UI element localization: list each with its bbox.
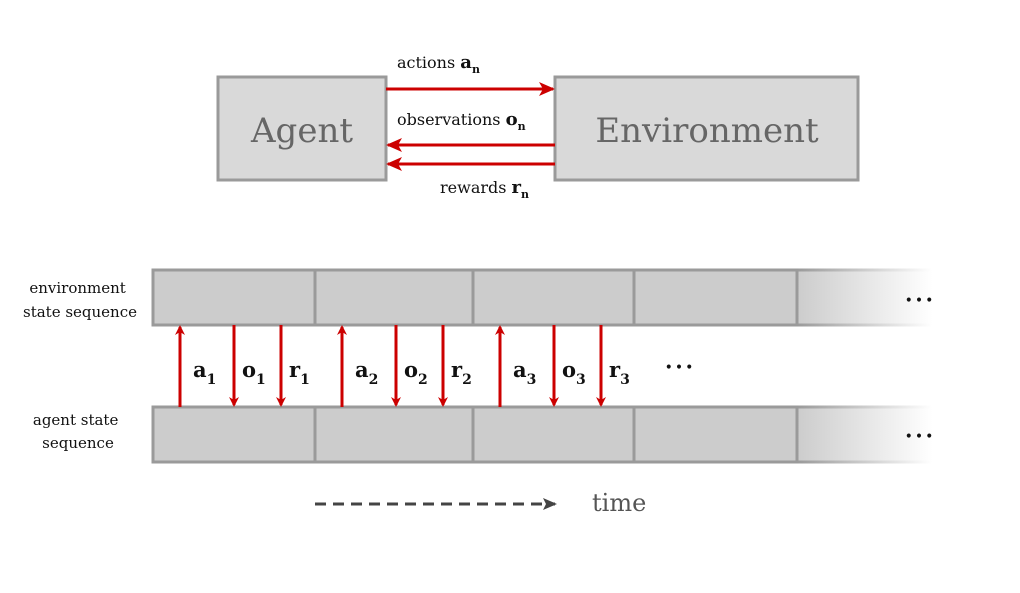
agent-state-segment	[151, 405, 317, 464]
env-state-fading-segment	[795, 268, 934, 327]
agent-box	[216, 75, 388, 182]
env-state-segment	[313, 268, 475, 327]
action-label: a3	[513, 357, 536, 388]
environment-label: Environment	[595, 111, 819, 151]
action-label: a1	[193, 357, 216, 388]
agent-ellipsis: •••	[905, 429, 936, 445]
steps-ellipsis: •••	[665, 360, 696, 376]
reward-label: r3	[609, 357, 630, 388]
observation-label: o2	[404, 357, 428, 388]
agent-state-segment	[632, 405, 799, 464]
agent-state-sequence-label: agent state sequence	[33, 411, 123, 452]
rewards-label: rewards rn	[440, 177, 529, 201]
actions-label: actions an	[397, 52, 480, 76]
time-label: time	[592, 489, 646, 517]
action-label: a2	[355, 357, 378, 388]
environment-box	[553, 75, 860, 182]
env-ellipsis: •••	[905, 293, 936, 309]
agent-state-fading-segment	[795, 405, 934, 464]
env-state-segment	[471, 268, 636, 327]
env-state-segment	[151, 268, 317, 327]
agent-state-segment	[313, 405, 475, 464]
observation-label: o3	[562, 357, 586, 388]
reward-label: r1	[289, 357, 310, 388]
agent-state-segment	[471, 405, 636, 464]
environment-state-sequence-label: environment state sequence	[23, 279, 137, 321]
observations-label: observations on	[397, 109, 526, 133]
observation-label: o1	[242, 357, 266, 388]
agent-label: Agent	[250, 111, 353, 151]
env-state-segment	[632, 268, 799, 327]
reward-label: r2	[451, 357, 472, 388]
